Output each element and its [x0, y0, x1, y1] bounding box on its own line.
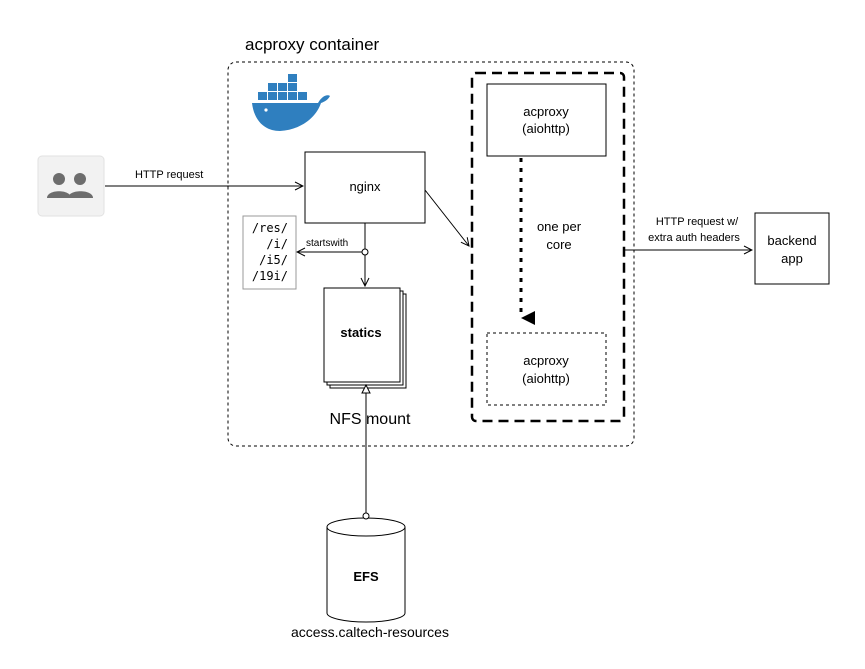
backend-line2: app: [781, 251, 803, 266]
http-request-label: HTTP request: [135, 169, 203, 181]
backend-app-box: [754, 212, 830, 285]
backend-request-line2: extra auth headers: [648, 232, 740, 244]
one-per-core-line2: core: [546, 237, 571, 252]
nginx-label: nginx: [349, 179, 381, 194]
startswith-junction: [361, 248, 369, 256]
backend-request-line1: HTTP request w/: [656, 216, 739, 228]
prefix-i: /i/: [266, 237, 288, 251]
statics-label: statics: [340, 325, 381, 340]
one-per-core-line1: one per: [537, 219, 582, 234]
docker-logo: [252, 74, 330, 131]
prefix-19i: /19i/: [252, 269, 288, 283]
nfs-mount-label: NFS mount: [330, 411, 411, 428]
prefix-i5: /i5/: [259, 253, 288, 267]
statics-stack: [323, 287, 407, 389]
acproxy-bottom-line2: (aiohttp): [522, 371, 570, 386]
efs-cylinder: [326, 517, 406, 623]
acproxy-worker-bottom: [486, 332, 607, 406]
startswith-label: startswith: [306, 238, 348, 249]
acproxy-worker-top: [486, 83, 607, 157]
backend-line1: backend: [767, 233, 816, 248]
acproxy-top-line1: acproxy: [523, 104, 569, 119]
efs-caption: access.caltech-resources: [291, 624, 449, 640]
nginx-box: [304, 151, 426, 224]
efs-label: EFS: [353, 569, 379, 584]
acproxy-bottom-line1: acproxy: [523, 353, 569, 368]
container-boundary: [227, 61, 635, 447]
prefix-res: /res/: [252, 221, 288, 235]
users-icon: [37, 155, 105, 217]
prefix-list-box: [242, 215, 297, 290]
worker-pool-boundary: [470, 71, 626, 423]
acproxy-top-line2: (aiohttp): [522, 121, 570, 136]
container-title: acproxy container: [245, 35, 380, 54]
